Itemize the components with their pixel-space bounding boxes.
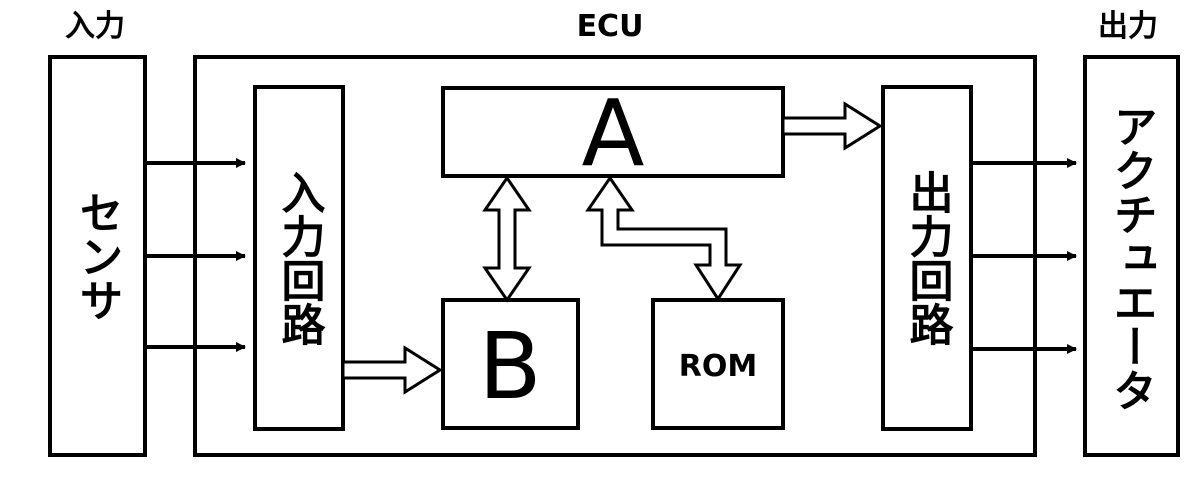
header-ecu: ECU — [577, 9, 644, 44]
actuator-box — [1083, 55, 1180, 457]
b-label: B — [478, 313, 541, 420]
input-to-b-arrow — [341, 345, 443, 395]
a-rom-double-arrow — [585, 175, 743, 302]
a-label: A — [582, 80, 645, 187]
rom-box — [651, 298, 785, 430]
sensor-label: センサ — [72, 190, 123, 322]
output-circuit-box — [881, 85, 973, 431]
output-circuit-label: 出力回路 — [902, 170, 954, 346]
header-output: 出力 — [1098, 9, 1158, 44]
a-to-output-arrow — [781, 101, 883, 151]
sensor-box — [48, 55, 147, 457]
a-b-double-arrow — [482, 175, 532, 303]
input-circuit-box — [253, 85, 345, 431]
header-input: 入力 — [65, 9, 125, 44]
b-box — [441, 298, 580, 430]
input-circuit-label: 入力回路 — [274, 170, 326, 346]
actuator-label: アクチュエータ — [1106, 104, 1157, 412]
rom-label: ROM — [679, 349, 757, 384]
